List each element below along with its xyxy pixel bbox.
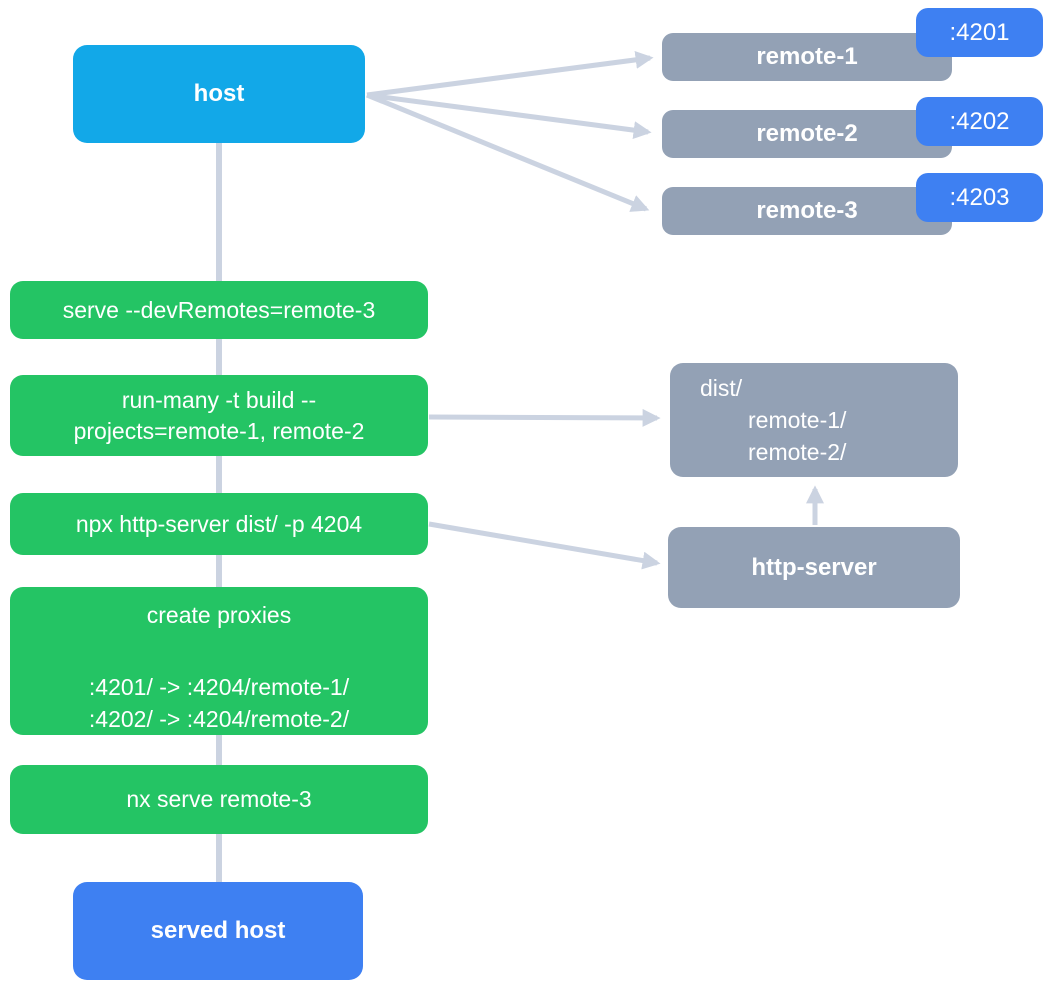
- remote-3-port-badge: :4203: [916, 173, 1043, 222]
- remote-2-port: :4202: [949, 107, 1010, 135]
- remote-2-port-badge: :4202: [916, 97, 1043, 146]
- dist-folder-node: dist/ remote-1/ remote-2/: [670, 363, 958, 477]
- command-nx-serve-remote-3: nx serve remote-3: [10, 765, 428, 834]
- command-nx-serve-remote-3-text: nx serve remote-3: [126, 786, 312, 812]
- command-run-many-line-1: run-many -t build --: [121, 386, 317, 413]
- arrow-npx-to-http-server: [428, 521, 661, 570]
- host-label: host: [193, 80, 245, 107]
- remote-2-node: remote-2: [662, 110, 952, 158]
- arrow-run-many-to-dist: [428, 408, 661, 427]
- proxy-rule-1: :4201/ -> :4204/remote-1/: [88, 674, 350, 700]
- proxy-rule-2: :4202/ -> :4204/remote-2/: [88, 706, 350, 732]
- served-host-node: served host: [73, 882, 363, 980]
- remote-3-node: remote-3: [662, 187, 952, 235]
- dist-folder-root: dist/: [700, 375, 743, 401]
- command-serve-devremotes: serve --devRemotes=remote-3: [10, 281, 428, 339]
- remote-1-label: remote-1: [756, 43, 858, 70]
- command-create-proxies: create proxies :4201/ -> :4204/remote-1/…: [10, 587, 428, 735]
- dist-folder-remote-1: remote-1/: [748, 407, 847, 433]
- http-server-label: http-server: [751, 553, 877, 581]
- arrow-host-to-remote-2: [366, 92, 652, 140]
- command-npx-http-server-text: npx http-server dist/ -p 4204: [75, 510, 363, 537]
- command-run-many-build: run-many -t build -- projects=remote-1, …: [10, 375, 428, 456]
- remote-1-port: :4201: [949, 18, 1010, 46]
- create-proxies-title: create proxies: [146, 602, 292, 628]
- remote-2-label: remote-2: [756, 120, 858, 147]
- dist-folder-remote-2: remote-2/: [748, 439, 847, 465]
- remote-1-port-badge: :4201: [916, 8, 1043, 57]
- remote-3-label: remote-3: [756, 197, 858, 224]
- http-server-node: http-server: [668, 527, 960, 608]
- served-host-label: served host: [150, 917, 286, 944]
- host-node: host: [73, 45, 365, 143]
- command-serve-devremotes-text: serve --devRemotes=remote-3: [62, 296, 376, 323]
- command-run-many-line-2: projects=remote-1, remote-2: [73, 417, 365, 444]
- remote-1-node: remote-1: [662, 33, 952, 81]
- command-npx-http-server: npx http-server dist/ -p 4204: [10, 493, 428, 555]
- arrow-host-to-remote-3: [366, 92, 650, 212]
- remote-3-port: :4203: [949, 183, 1010, 211]
- arrow-host-to-remote-1: [366, 50, 654, 98]
